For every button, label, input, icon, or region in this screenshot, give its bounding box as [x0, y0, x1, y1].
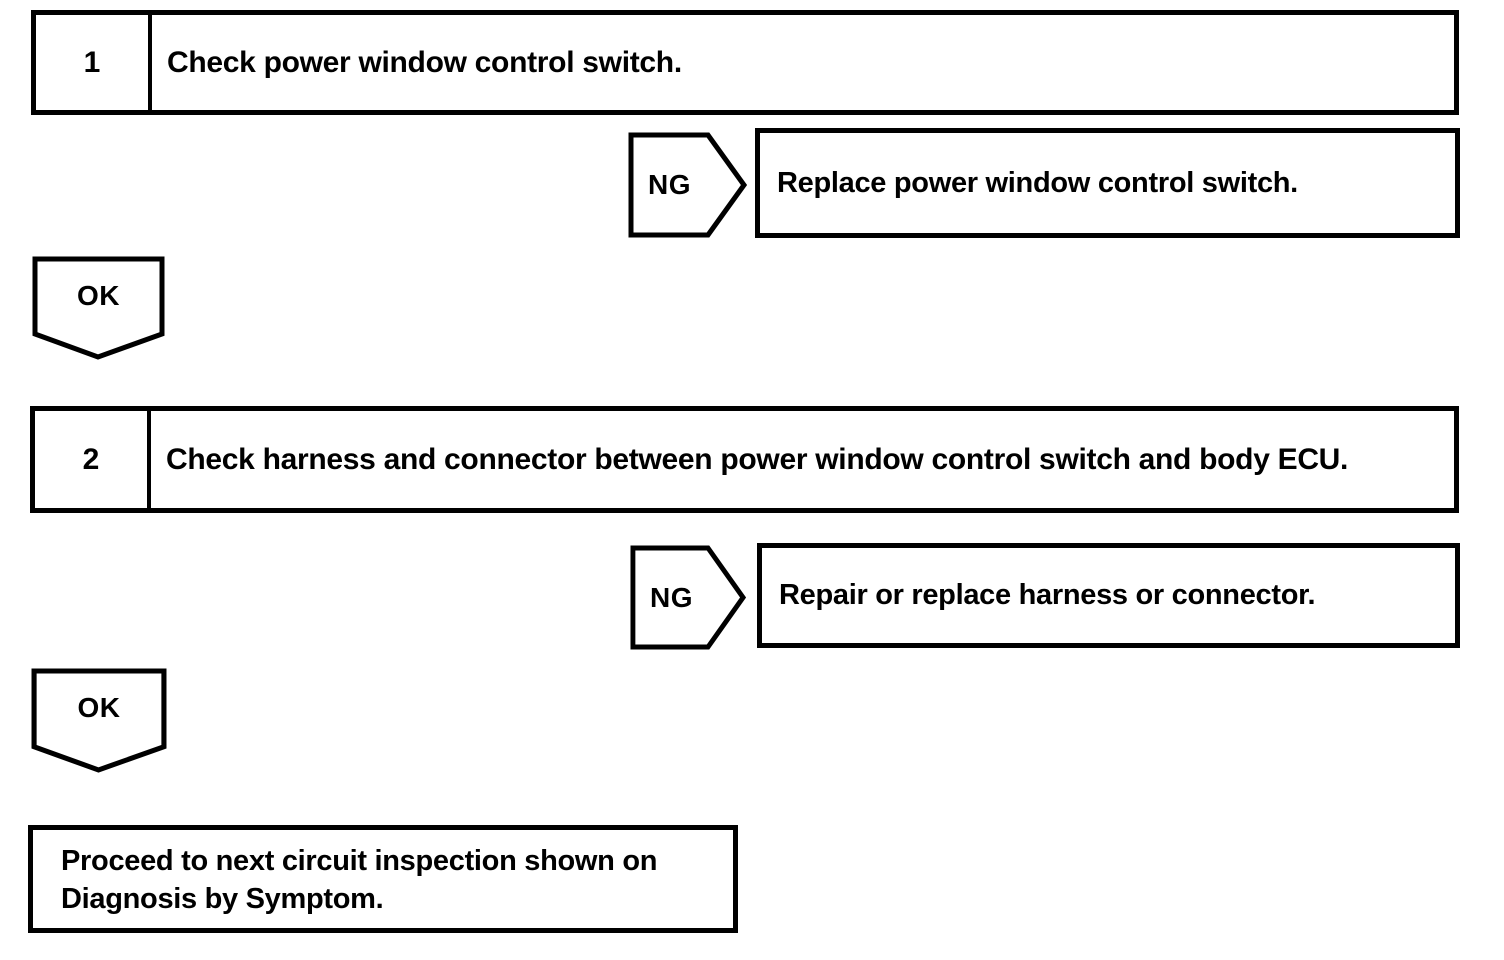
step-1-box: 1 Check power window control switch. — [31, 10, 1459, 115]
ng-arrow-1-shape — [628, 132, 747, 238]
ng-arrow-2-label: NG — [650, 581, 693, 613]
ng-arrow-1-label: NG — [648, 169, 691, 200]
step-2-number: 2 — [35, 411, 151, 508]
step-2-instruction: Check harness and connector between powe… — [166, 442, 1349, 476]
ng-arrow-1: NG — [628, 132, 747, 238]
ng-result-2-box: Repair or replace harness or connector. — [757, 543, 1460, 648]
ok-arrow-2-shape — [31, 668, 167, 773]
ng-arrow-2: NG — [630, 545, 746, 650]
ok-arrow-1-label: OK — [77, 280, 120, 311]
ok-arrow-1-shape — [32, 256, 165, 360]
ok-arrow-1: OK — [32, 256, 165, 360]
final-action-box: Proceed to next circuit inspection shown… — [28, 825, 738, 933]
ng-result-1-box: Replace power window control switch. — [755, 128, 1460, 238]
ng-arrow-2-shape — [630, 545, 746, 650]
ok-arrow-2-label: OK — [77, 692, 121, 723]
ok-arrow-2: OK — [31, 668, 167, 773]
step-1-number: 1 — [36, 15, 152, 110]
step-1-instruction: Check power window control switch. — [167, 45, 682, 79]
step-2-box: 2 Check harness and connector between po… — [30, 406, 1459, 513]
